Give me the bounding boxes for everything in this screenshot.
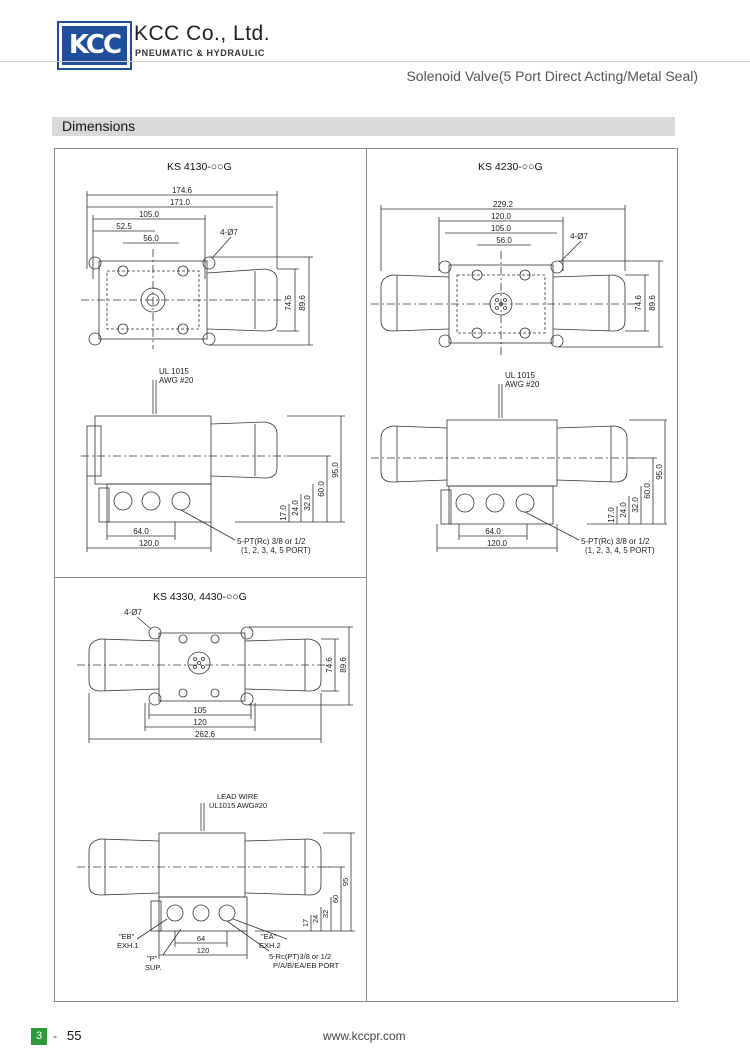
wire-label: AWG #20: [159, 376, 194, 385]
dim-label: 89.6: [339, 657, 348, 673]
dim-label: 174.6: [172, 186, 193, 195]
dim-label: 60.0: [643, 483, 652, 499]
port-label: 5-Rc(PT)3/8 or 1/2: [269, 952, 331, 961]
dim-label: 74.6: [325, 657, 334, 673]
port-label: (1, 2, 3, 4, 5 PORT): [241, 546, 311, 555]
dim-label: 95.0: [331, 462, 340, 478]
dim-label: 24: [311, 915, 320, 923]
logo-mark: KCC: [62, 26, 127, 65]
dim-label: 120.0: [487, 539, 508, 548]
panel-2-top-view: 229.2 120.0 105.0 56.0 4-Ø7 74.6 89.6: [371, 200, 663, 355]
dim-label: 4-Ø7: [124, 608, 142, 617]
dim-label: 89.6: [648, 295, 657, 311]
port-label: EXH.1: [117, 941, 139, 950]
company-logo: KCC: [57, 21, 132, 70]
panel-1-side-view: UL 1015 AWG #20 95.0 60.0 32.0 24.0 17.0…: [81, 367, 345, 555]
dim-label: 105.0: [139, 210, 160, 219]
dim-label: 60.0: [317, 481, 326, 497]
grid-divider-horizontal: [55, 577, 366, 578]
panel-3-model: KS 4330, 4430-○○G: [153, 591, 247, 603]
wire-label: UL 1015: [505, 371, 536, 380]
dim-label: 95.0: [655, 464, 664, 480]
panel-1-top-view: 174.6 171.0 105.0 52.5 56.0 4-Ø7 74.6 89…: [81, 186, 313, 349]
dim-label: 105.0: [491, 224, 512, 233]
company-tagline: PNEUMATIC & HYDRAULIC: [135, 48, 265, 58]
dim-label: 17.0: [607, 507, 616, 523]
panel-1-model: KS 4130-○○G: [167, 161, 232, 173]
dim-label: 120.0: [491, 212, 512, 221]
dim-label: 120: [193, 718, 207, 727]
port-label: "P": [147, 954, 158, 963]
dim-label: 74.6: [634, 295, 643, 311]
dim-label: 262.6: [195, 730, 216, 739]
dim-label: 24.0: [291, 500, 300, 516]
dim-label: 4-Ø7: [570, 232, 588, 241]
dim-label: 64.0: [485, 527, 501, 536]
dim-label: 64.0: [133, 527, 149, 536]
dim-label: 17: [301, 919, 310, 927]
header-divider: [0, 61, 750, 62]
wire-label: UL 1015: [159, 367, 190, 376]
chapter-badge: 3: [31, 1028, 47, 1045]
section-header: Dimensions: [52, 117, 675, 136]
dim-label: 120: [197, 946, 210, 955]
dim-label: 56.0: [143, 234, 159, 243]
dim-label: 32.0: [631, 497, 640, 513]
dim-label: 4-Ø7: [220, 228, 238, 237]
dim-label: 64: [197, 934, 205, 943]
port-label: P/A/B/EA/EB PORT: [273, 961, 340, 970]
dim-label: 56.0: [496, 236, 512, 245]
panel-2-model: KS 4230-○○G: [478, 161, 543, 173]
dim-label: 52.5: [116, 222, 132, 231]
dimensions-grid: KS 4130-○○G: [54, 148, 678, 1002]
document-title: Solenoid Valve(5 Port Direct Acting/Meta…: [406, 68, 698, 84]
dim-label: 89.6: [298, 295, 307, 311]
port-label: 5-PT(Rc) 3/8 or 1/2: [237, 537, 306, 546]
port-label: "EB": [119, 932, 135, 941]
dim-label: 74.6: [284, 295, 293, 311]
dim-label: 60: [331, 895, 340, 903]
footer-separator: -: [53, 1029, 57, 1043]
wire-label: LEAD WIRE: [217, 792, 258, 801]
dim-label: 120.0: [139, 539, 160, 548]
dim-label: 32.0: [303, 495, 312, 511]
company-name: KCC Co., Ltd.: [134, 22, 271, 45]
panel-3-side-view: LEAD WIRE UL1015 AWG#20 95 60 32 24 17 6…: [77, 792, 355, 972]
dim-label: 171.0: [170, 198, 191, 207]
wire-label: AWG #20: [505, 380, 540, 389]
page-number: 55: [67, 1028, 82, 1043]
dim-label: 17.0: [279, 505, 288, 521]
port-label: SUP.: [145, 963, 162, 972]
dim-label: 229.2: [493, 200, 514, 209]
panel-3-top-view: 4-Ø7 105 120 262.6 74.6 89.6: [77, 608, 353, 743]
dim-label: 105: [193, 706, 207, 715]
section-title: Dimensions: [62, 118, 136, 134]
dim-label: 24.0: [619, 502, 628, 518]
panel-2-side-view: UL 1015 AWG #20 95.0 60.0 32.0 24.0 17.0…: [371, 371, 667, 555]
website-url[interactable]: www.kccpr.com: [323, 1029, 406, 1043]
dim-label: 32: [321, 910, 330, 918]
dim-label: 95: [341, 878, 350, 886]
port-label: EXH.2: [259, 941, 281, 950]
port-label: 5-PT(Rc) 3/8 or 1/2: [581, 537, 650, 546]
port-label: "EA": [261, 932, 277, 941]
port-label: (1, 2, 3, 4, 5 PORT): [585, 546, 655, 555]
wire-label: UL1015 AWG#20: [209, 801, 267, 810]
grid-divider-vertical: [366, 149, 367, 1001]
